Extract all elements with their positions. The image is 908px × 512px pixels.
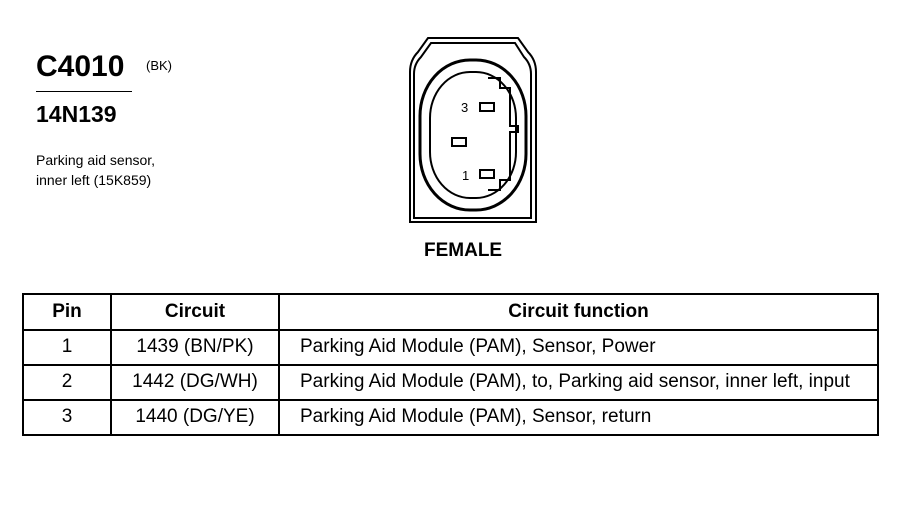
table-row: 1 1439 (BN/PK) Parking Aid Module (PAM),…	[22, 329, 879, 366]
part-number: 14N139	[36, 101, 117, 127]
connector-color-code: (BK)	[146, 58, 172, 73]
cell-function: Parking Aid Module (PAM), Sensor, Power	[278, 329, 879, 366]
pin-cavity-2	[451, 137, 467, 147]
connector-id: C4010	[36, 50, 125, 83]
connector-housing-inner-outline	[413, 42, 532, 219]
pin-table: Pin Circuit Circuit function 1 1439 (BN/…	[22, 293, 879, 436]
pin-cavity-1	[479, 169, 495, 179]
column-header-pin: Pin	[22, 293, 112, 331]
table-header-row: Pin Circuit Circuit function	[22, 293, 879, 331]
column-header-circuit: Circuit	[110, 293, 280, 331]
cell-circuit: 1442 (DG/WH)	[110, 364, 280, 401]
cell-function: Parking Aid Module (PAM), Sensor, return	[278, 399, 879, 436]
description-line: inner left (15K859)	[36, 172, 152, 188]
cell-circuit: 1439 (BN/PK)	[110, 329, 280, 366]
table-row: 3 1440 (DG/YE) Parking Aid Module (PAM),…	[22, 399, 879, 436]
cell-pin: 3	[22, 399, 112, 436]
pin-label-1: 1	[462, 168, 469, 183]
connector-keyway	[488, 77, 519, 191]
description-line: Parking aid sensor,	[36, 152, 156, 168]
cell-circuit: 1440 (DG/YE)	[110, 399, 280, 436]
connector-shroud	[418, 58, 528, 212]
connector-description: Parking aid sensor, inner left (15K859)	[36, 150, 155, 190]
connector-face-diagram: 3 1	[409, 37, 537, 223]
connector-shroud-inner	[429, 71, 517, 199]
pin-cavity-3	[479, 102, 495, 112]
cell-pin: 1	[22, 329, 112, 366]
pin-label-3: 3	[461, 100, 468, 115]
table-row: 2 1442 (DG/WH) Parking Aid Module (PAM),…	[22, 364, 879, 401]
column-header-function: Circuit function	[278, 293, 879, 331]
cell-pin: 2	[22, 364, 112, 401]
title-divider	[36, 91, 132, 92]
connector-housing-outline	[409, 37, 537, 223]
cell-function: Parking Aid Module (PAM), to, Parking ai…	[278, 364, 879, 401]
connector-gender-label: FEMALE	[424, 240, 503, 261]
